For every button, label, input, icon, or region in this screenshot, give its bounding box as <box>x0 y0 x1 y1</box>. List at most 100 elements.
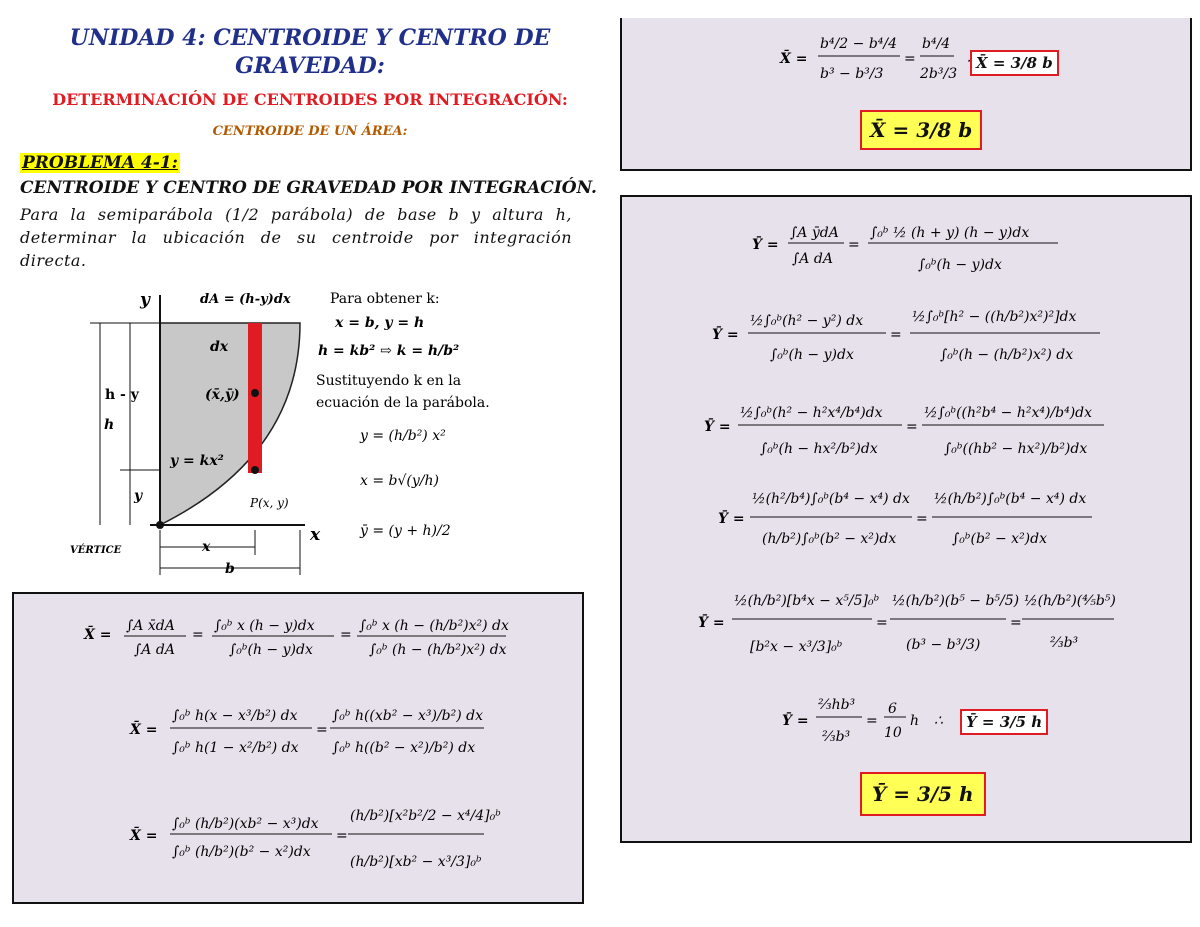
xbar-derivation-panel: X̄ = ∫A x̄dA ∫A dA = ∫₀ᵇ x (h − y)dx ∫₀ᵇ(h… <box>12 592 584 904</box>
ybar-big-result: Ȳ = 3/5 h <box>860 772 986 816</box>
note-eq2: x = b√(y/h) <box>360 473 439 489</box>
problem-description: Para la semiparábola (1/2 parábola) de b… <box>20 205 572 270</box>
svg-text:∫₀ᵇ(h − y)dx: ∫₀ᵇ(h − y)dx <box>770 347 854 363</box>
h-label: h <box>104 417 114 433</box>
svg-text:=: = <box>1010 615 1022 631</box>
svg-text:Ȳ =: Ȳ = <box>698 612 725 631</box>
svg-text:X̄ =: X̄ = <box>129 719 157 738</box>
svg-text:⅔b³: ⅔b³ <box>1050 635 1079 651</box>
svg-text:∫₀ᵇ h(1 − x²/b²) dx: ∫₀ᵇ h(1 − x²/b²) dx <box>172 740 299 756</box>
ybar-derivation-panel: Ȳ = ∫A ȳdA ∫A dA = ∫₀ᵇ ½ (h + y) (h − y)d… <box>620 195 1192 843</box>
svg-text:∫₀ᵇ(h − y)dx: ∫₀ᵇ(h − y)dx <box>229 642 313 658</box>
svg-text:∫₀ᵇ(h − y)dx: ∫₀ᵇ(h − y)dx <box>918 257 1002 273</box>
svg-text:½(h/b²)[b⁴x − x⁵/5]₀ᵇ: ½(h/b²)[b⁴x − x⁵/5]₀ᵇ <box>734 593 879 609</box>
svg-text:∴: ∴ <box>934 713 943 729</box>
xbar-big-result: X̄ = 3/8 b <box>860 110 983 150</box>
svg-text:∫₀ᵇ h((b² − x²)/b²) dx: ∫₀ᵇ h((b² − x²)/b²) dx <box>332 740 475 756</box>
svg-text:∫₀ᵇ ½ (h + y) (h − y)dx: ∫₀ᵇ ½ (h + y) (h − y)dx <box>870 225 1029 241</box>
svg-text:(h/b²)∫₀ᵇ(b² − x²)dx: (h/b²)∫₀ᵇ(b² − x²)dx <box>762 531 896 547</box>
svg-text:b⁴/2 − b⁴/4: b⁴/2 − b⁴/4 <box>820 36 897 52</box>
svg-text:∫₀ᵇ(h − (h/b²)x²) dx: ∫₀ᵇ(h − (h/b²)x²) dx <box>940 347 1073 363</box>
svg-text:⅔b³: ⅔b³ <box>822 729 851 745</box>
section-title: DETERMINACIÓN DE CENTROIDES POR INTEGRAC… <box>52 90 568 109</box>
svg-text:½∫₀ᵇ[h² − ((h/b²)x²)²]dx: ½∫₀ᵇ[h² − ((h/b²)x²)²]dx <box>912 309 1076 325</box>
svg-text:(h/b²)[x²b²/2 − x⁴/4]₀ᵇ: (h/b²)[x²b²/2 − x⁴/4]₀ᵇ <box>350 808 501 824</box>
svg-text:=: = <box>848 237 860 253</box>
point-p-label: P(x, y) <box>249 496 289 510</box>
svg-text:∫₀ᵇ (h/b²)(b² − x²)dx: ∫₀ᵇ (h/b²)(b² − x²)dx <box>172 844 311 860</box>
ybar-equations: Ȳ = ∫A ȳdA ∫A dA = ∫₀ᵇ ½ (h + y) (h − y)d… <box>698 225 1116 745</box>
svg-text:Ȳ =: Ȳ = <box>704 416 731 435</box>
svg-text:½∫₀ᵇ(h² − y²) dx: ½∫₀ᵇ(h² − y²) dx <box>750 313 863 329</box>
unit-title: UNIDAD 4: CENTROIDE Y CENTRO DE GRAVEDAD… <box>20 24 600 80</box>
svg-text:Ȳ =: Ȳ = <box>712 324 739 343</box>
note-eq1: y = (h/b²) x² <box>359 428 446 444</box>
svg-text:=: = <box>890 327 902 343</box>
dA-label: dA = (h-y)dx <box>200 292 291 307</box>
svg-text:=: = <box>192 627 204 643</box>
point-p <box>251 466 259 474</box>
svg-text:∫₀ᵇ (h/b²)(xb² − x³)dx: ∫₀ᵇ (h/b²)(xb² − x³)dx <box>172 816 319 832</box>
note-obtain: Para obtener k: <box>330 291 440 307</box>
svg-text:∫₀ᵇ x (h − y)dx: ∫₀ᵇ x (h − y)dx <box>214 618 315 634</box>
svg-text:½(h/b²)(b⁵ − b⁵/5): ½(h/b²)(b⁵ − b⁵/5) <box>892 593 1019 609</box>
svg-text:∫₀ᵇ (h − (h/b²)x²) dx: ∫₀ᵇ (h − (h/b²)x²) dx <box>369 642 507 658</box>
svg-text:∫₀ᵇ h(x − x³/b²) dx: ∫₀ᵇ h(x − x³/b²) dx <box>172 708 298 724</box>
svg-text:X̄ =: X̄ = <box>129 825 157 844</box>
unit-title-line2: GRAVEDAD: <box>235 53 385 79</box>
svg-text:∫A x̄dA: ∫A x̄dA <box>126 618 175 634</box>
svg-text:X̄ =: X̄ = <box>779 48 807 67</box>
svg-text:=: = <box>866 713 878 729</box>
y-axis-label: y <box>139 290 151 310</box>
shaded-area <box>159 322 301 527</box>
note-eq3: ȳ = (y + h)/2 <box>359 523 451 539</box>
svg-text:X̄ =: X̄ = <box>83 624 111 643</box>
svg-text:⅔hb³: ⅔hb³ <box>818 697 856 713</box>
svg-text:=: = <box>904 51 916 67</box>
b-dimension: b <box>225 561 235 577</box>
svg-text:∫A ȳdA: ∫A ȳdA <box>790 225 839 241</box>
svg-text:∫A dA: ∫A dA <box>792 251 833 267</box>
svg-text:∫₀ᵇ(h − hx²/b²)dx: ∫₀ᵇ(h − hx²/b²)dx <box>760 441 878 457</box>
problem-label: PROBLEMA 4-1: <box>20 153 180 173</box>
ybar-label: y <box>133 488 143 504</box>
svg-text:=: = <box>906 419 918 435</box>
centroid-label: (x̄,ȳ) <box>205 387 240 403</box>
vertex-point <box>156 521 164 529</box>
svg-text:b⁴/4: b⁴/4 <box>922 36 950 52</box>
xbar-equations: X̄ = ∫A x̄dA ∫A dA = ∫₀ᵇ x (h − y)dx ∫₀ᵇ(h… <box>83 618 509 870</box>
dx-label: dx <box>210 339 229 355</box>
svg-text:=: = <box>340 627 352 643</box>
x-axis-label: x <box>309 525 321 545</box>
x-dimension: x <box>201 539 211 555</box>
svg-text:½(h²/b⁴)∫₀ᵇ(b⁴ − x⁴) dx: ½(h²/b⁴)∫₀ᵇ(b⁴ − x⁴) dx <box>752 491 910 507</box>
ybar-small-result: Ȳ = 3/5 h <box>960 709 1049 735</box>
curve-equation: y = kx² <box>169 453 224 469</box>
svg-text:=: = <box>316 722 328 738</box>
svg-text:[b²x − x³/3]₀ᵇ: [b²x − x³/3]₀ᵇ <box>750 639 842 655</box>
svg-text:b³ − b³/3: b³ − b³/3 <box>820 66 883 82</box>
svg-text:(b³ − b³/3): (b³ − b³/3) <box>906 637 980 653</box>
note-kstep: h = kb² ⇨ k = h/b² <box>318 343 459 359</box>
semiparabola-figure: y x dA = (h-y)dx dx (x̄,ȳ) h - y h y y =… <box>70 290 490 577</box>
differential-strip <box>248 323 262 473</box>
svg-text:∫₀ᵇ x (h − (h/b²)x²) dx: ∫₀ᵇ x (h − (h/b²)x²) dx <box>359 618 509 634</box>
subsection-title: CENTROIDE DE UN ÁREA: <box>212 124 408 139</box>
h-minus-y-label: h - y <box>105 387 140 403</box>
problem-heading: CENTROIDE Y CENTRO DE GRAVEDAD POR INTEG… <box>20 178 597 198</box>
svg-text:Ȳ =: Ȳ = <box>718 508 745 527</box>
svg-text:∫A dA: ∫A dA <box>134 642 175 658</box>
svg-text:½∫₀ᵇ(h² − h²x⁴/b⁴)dx: ½∫₀ᵇ(h² − h²x⁴/b⁴)dx <box>740 405 883 421</box>
svg-text:=: = <box>916 511 928 527</box>
svg-text:6: 6 <box>888 701 897 717</box>
svg-text:10: 10 <box>884 725 902 741</box>
note-condition: x = b, y = h <box>334 315 424 331</box>
svg-text:∫₀ᵇ((hb² − hx²)/b²)dx: ∫₀ᵇ((hb² − hx²)/b²)dx <box>944 441 1087 457</box>
svg-text:∫₀ᵇ(b² − x²)dx: ∫₀ᵇ(b² − x²)dx <box>952 531 1047 547</box>
svg-text:½∫₀ᵇ((h²b⁴ − h²x⁴)/b⁴)dx: ½∫₀ᵇ((h²b⁴ − h²x⁴)/b⁴)dx <box>924 405 1092 421</box>
svg-text:(h/b²)[xb² − x³/3]₀ᵇ: (h/b²)[xb² − x³/3]₀ᵇ <box>350 854 482 870</box>
unit-title-line1: UNIDAD 4: CENTROIDE Y CENTRO DE <box>69 25 551 51</box>
svg-text:Ȳ =: Ȳ = <box>782 710 809 729</box>
